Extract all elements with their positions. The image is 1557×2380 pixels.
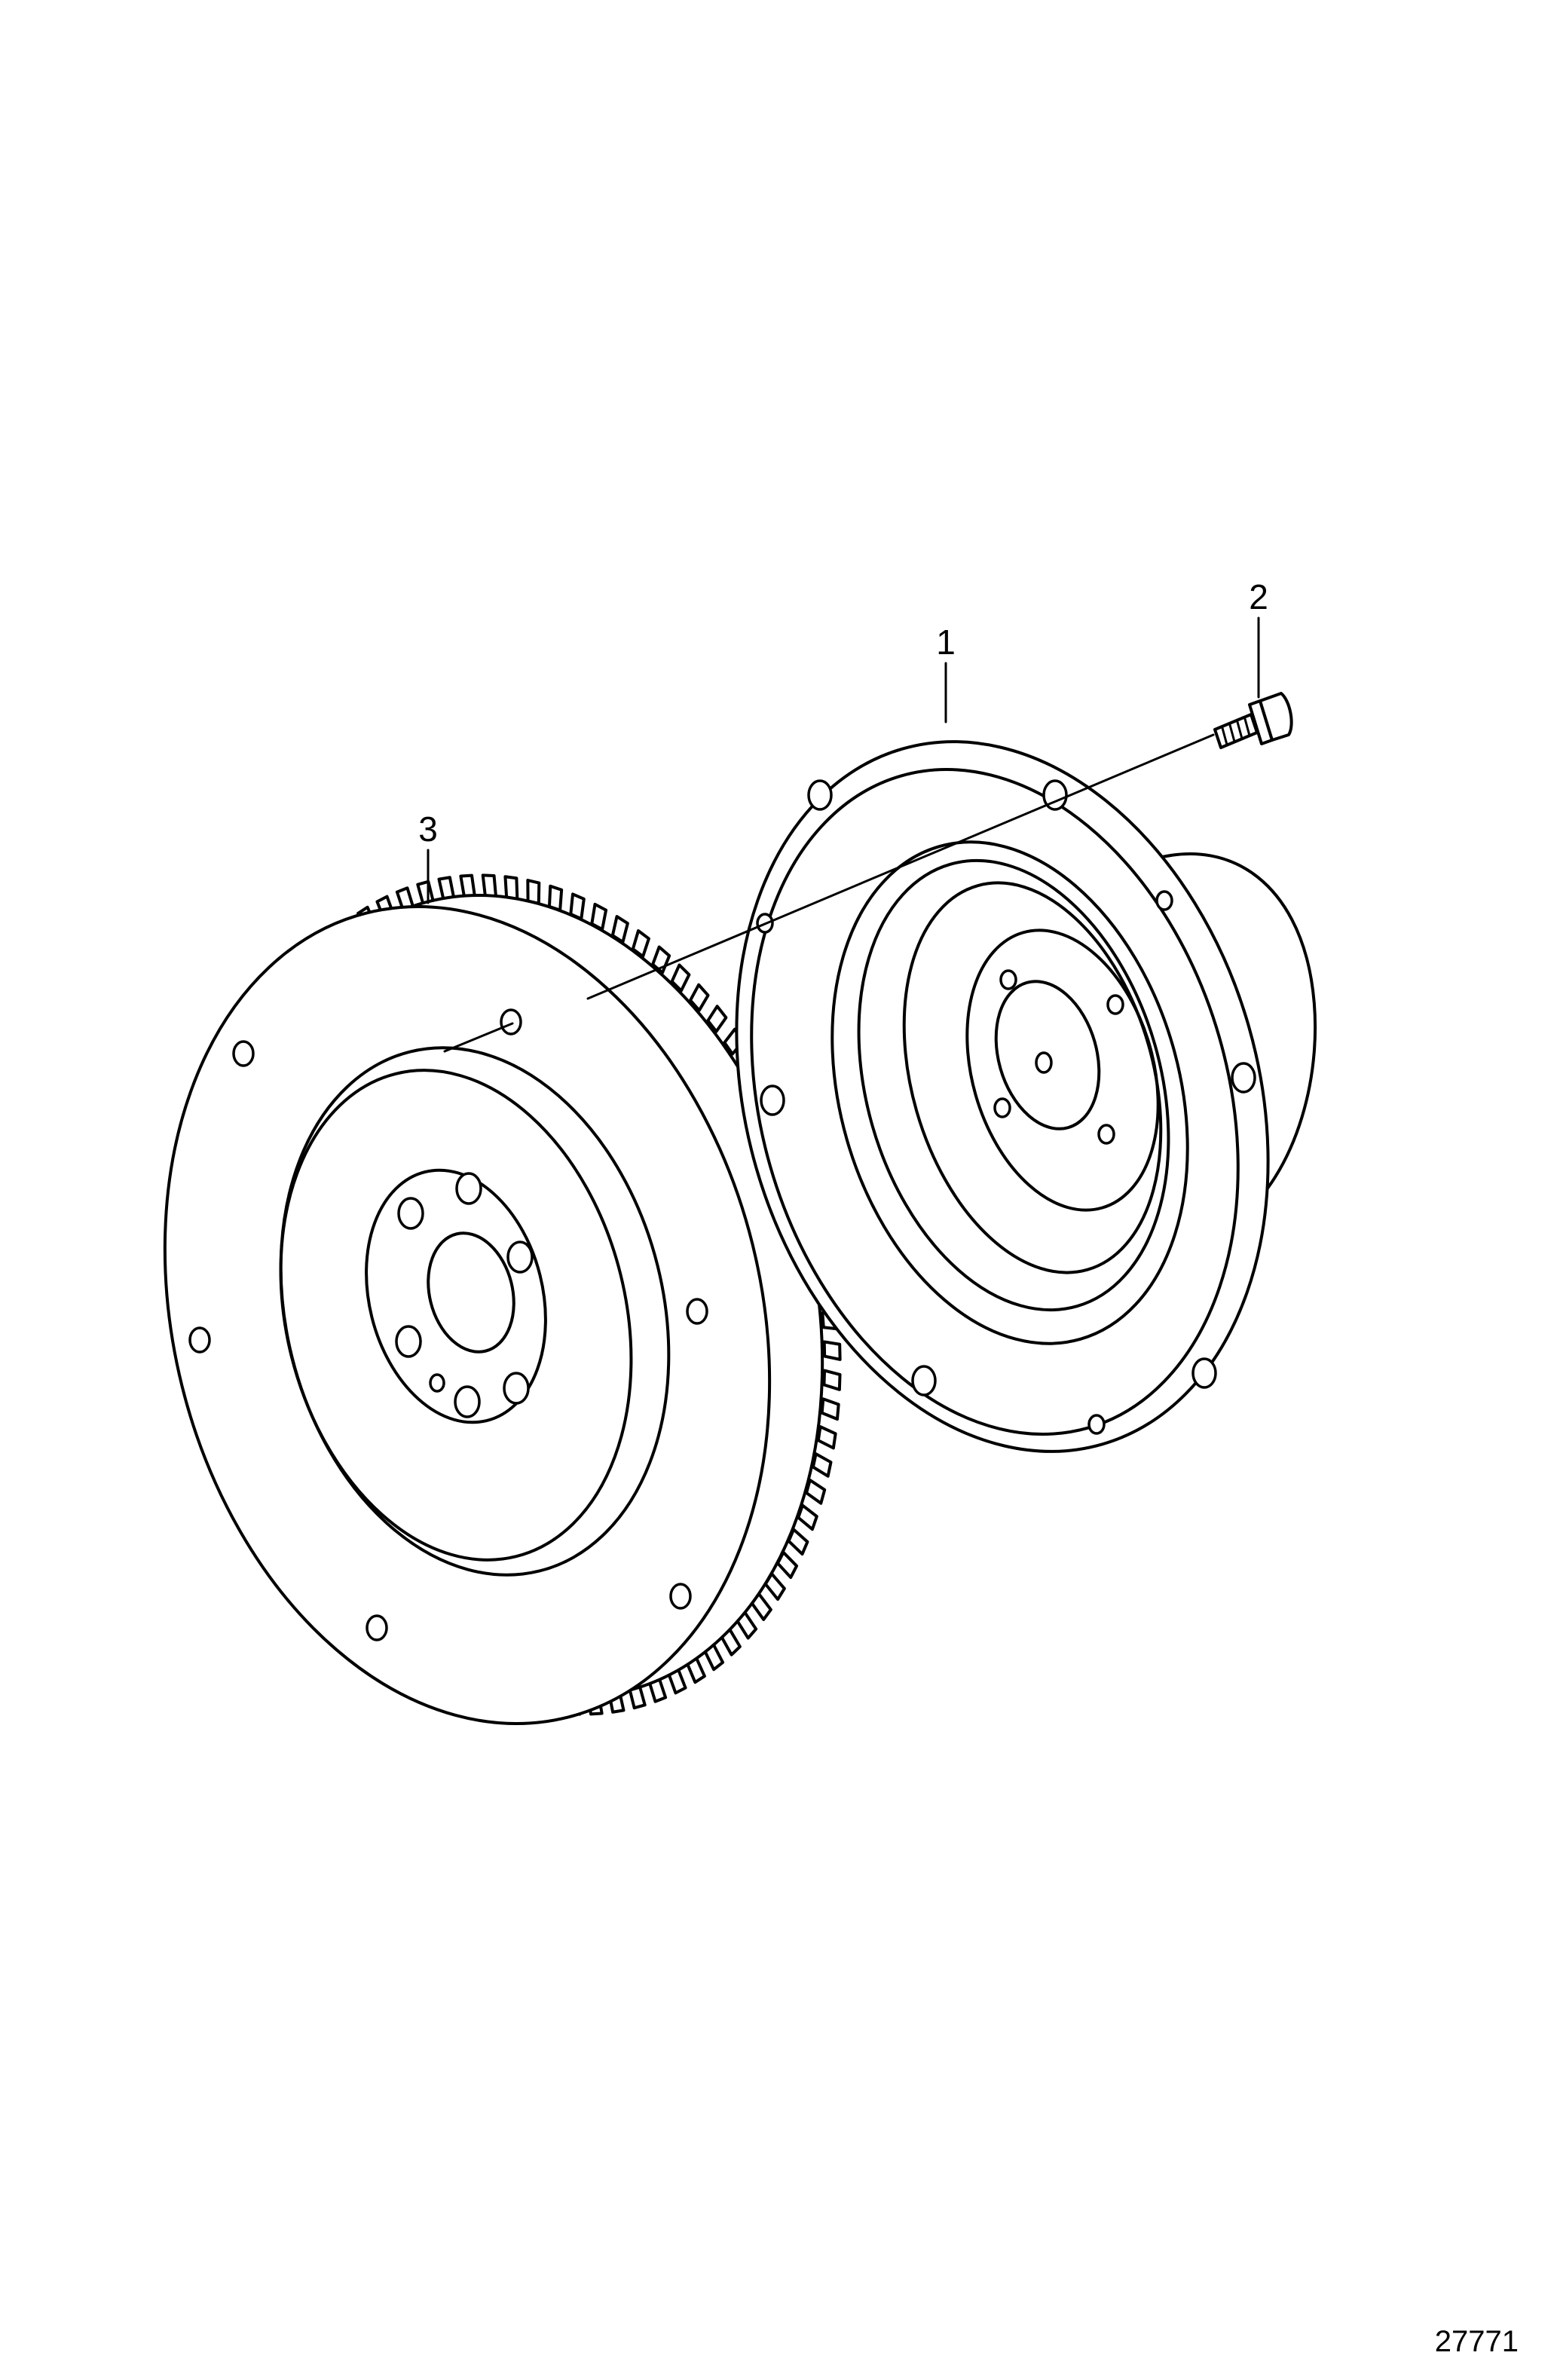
hub-bolt-hole xyxy=(503,1372,530,1405)
face-hole xyxy=(500,1008,522,1036)
bolt-thread xyxy=(1221,717,1251,746)
coupling-hub-hole xyxy=(999,969,1017,990)
hub-bolt-hole xyxy=(506,1240,534,1274)
gear-tooth xyxy=(706,1005,728,1033)
hub-bolt-hole xyxy=(454,1385,481,1418)
flex-plate-outer-rim xyxy=(735,740,1270,1453)
flex-plate-hole xyxy=(1042,779,1068,811)
gear-tooth xyxy=(459,873,476,899)
flywheel-recess-inner xyxy=(279,1069,633,1562)
gear-tooth xyxy=(822,1340,842,1361)
hub-bolt-hole xyxy=(397,1197,424,1230)
flex-plate-hole xyxy=(1087,1414,1106,1435)
callout-label-1: 1 xyxy=(936,623,956,662)
bolt xyxy=(1213,692,1293,749)
hub-bolt-hole xyxy=(455,1172,482,1205)
gear-tooth xyxy=(503,875,519,901)
gear-tooth xyxy=(481,873,498,898)
face-hole xyxy=(188,1326,211,1354)
flex-plate-hole xyxy=(760,1084,785,1116)
callout-label-2: 2 xyxy=(1249,577,1268,616)
face-hole xyxy=(669,1583,692,1610)
flex-plate-hole xyxy=(1191,1357,1217,1389)
gear-tooth xyxy=(820,1397,840,1421)
gear-tooth xyxy=(811,1452,833,1478)
coupling-hub xyxy=(994,980,1101,1130)
face-hole xyxy=(232,1040,255,1067)
coupling-bore xyxy=(1035,1051,1053,1074)
coupling-hub-hole xyxy=(1097,1124,1115,1145)
gear-tooth xyxy=(805,1478,827,1505)
gear-tooth xyxy=(689,983,710,1012)
coupling-step-2 xyxy=(857,858,1170,1312)
bolt-axis-line-front xyxy=(443,1022,514,1053)
callout-leaders xyxy=(427,616,1260,904)
face-hole xyxy=(366,1614,388,1641)
face-hole xyxy=(686,1298,708,1325)
flywheel-center-bore xyxy=(427,1231,515,1354)
coupling-hub-flange xyxy=(965,928,1160,1212)
gear-tooth xyxy=(631,929,650,959)
bolt-shank xyxy=(1213,713,1259,749)
gear-tooth xyxy=(816,1425,837,1450)
bolt-axis-line xyxy=(586,733,1215,1000)
flex-plate-hole xyxy=(1155,890,1173,911)
gear-tooth xyxy=(651,945,671,974)
flex-plate-hole xyxy=(1231,1062,1256,1094)
explode-lines xyxy=(443,733,1215,1053)
coupling-hub-hole xyxy=(1106,994,1124,1015)
gear-tooth xyxy=(670,963,691,993)
drawing-number: 27771 xyxy=(1435,2325,1519,2358)
flex-plate-hole xyxy=(807,779,833,811)
gear-tooth xyxy=(822,1369,842,1391)
hub-bolt-hole xyxy=(395,1325,422,1358)
flywheel xyxy=(163,873,842,1725)
hub-dowel-hole xyxy=(429,1373,445,1393)
bolt-head xyxy=(1259,692,1293,742)
coupling-step-1 xyxy=(831,840,1189,1345)
flywheel-hub xyxy=(365,1168,547,1424)
callout-label-3: 3 xyxy=(418,809,438,849)
flex-plate xyxy=(735,740,1317,1453)
coupling-hub-hole xyxy=(993,1097,1011,1118)
flex-plate-hole xyxy=(911,1365,937,1396)
